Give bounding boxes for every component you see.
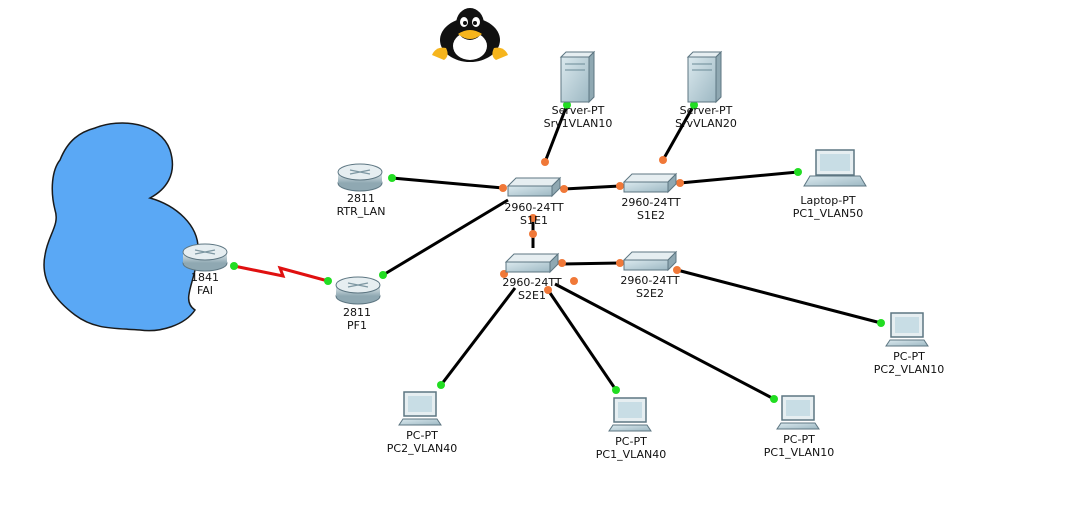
device-label-srv2: Server-PT SrvVLAN20 [675,104,737,130]
laptop-icon[interactable] [803,149,867,187]
device-label-s1e1: 2960-24TT S1E1 [504,201,563,227]
device-name: RTR_LAN [336,205,386,218]
device-model: Laptop-PT [800,194,856,207]
device-name: PC1_VLAN50 [792,207,864,220]
device-label-s1e2: 2960-24TT S1E2 [621,196,680,222]
device-name: SrvVLAN20 [675,117,737,130]
link-srv2-s1e2 [661,104,696,161]
server-icon[interactable] [686,50,723,104]
device-name: PF1 [347,319,367,332]
link-s1e1-s1e2 [563,184,621,191]
device-label-s2e2: 2960-24TT S2E2 [620,274,679,300]
pc-icon[interactable] [608,397,652,432]
switch-icon[interactable] [504,252,560,274]
link-s2e1-pc1vlan40 [546,289,618,391]
links [382,104,882,401]
port-dots [230,101,885,403]
device-model: 2811 [347,192,375,205]
pc-icon[interactable] [776,395,820,430]
device-label-s2e1: 2960-24TT S2E1 [502,276,561,302]
device-model: PC-PT [615,435,647,448]
device-name: FAI [196,284,214,297]
pc-icon[interactable] [885,312,929,347]
device-name: PC2_VLAN10 [873,363,945,376]
server-icon[interactable] [559,50,596,104]
link-s2e1-pc1vlan10 [554,282,775,401]
device-model: PC-PT [893,350,925,363]
switch-icon[interactable] [506,176,562,198]
link-rtrlan-s1e1 [391,176,504,190]
device-label-pc1-vlan40: PC-PT PC1_VLAN40 [596,435,666,461]
device-name: Srv1VLAN10 [543,117,613,130]
device-model: 2960-24TT [502,276,562,289]
serial-link-fai-pf1 [233,264,329,283]
device-model: Server-PT [679,104,733,117]
device-model: PC-PT [406,429,438,442]
router-icon[interactable] [182,243,228,272]
link-s1e2-laptop [679,170,799,185]
device-label-fai: 1841 FAI [191,271,219,297]
device-name: S1E2 [637,209,665,222]
switch-icon[interactable] [622,250,678,272]
device-model: PC-PT [783,433,815,446]
link-s2e1-s2e2 [561,261,621,266]
device-label-pc2-vlan40: PC-PT PC2_VLAN40 [387,429,457,455]
device-label-srv1: Server-PT Srv1VLAN10 [544,104,613,130]
link-pf1-s1e1 [382,198,509,277]
router-icon[interactable] [337,163,383,192]
device-name: PC1_VLAN10 [763,446,835,459]
device-model: 2960-24TT [504,201,564,214]
device-name: PC1_VLAN40 [595,448,667,461]
device-model: 2811 [343,306,371,319]
device-model: 2960-24TT [620,274,680,287]
pc-icon[interactable] [398,391,442,426]
device-model: 2960-24TT [621,196,681,209]
device-name: S1E1 [520,214,548,227]
device-name: S2E2 [636,287,664,300]
device-label-pc1-vlan10: PC-PT PC1_VLAN10 [764,433,834,459]
link-s2e1-pc2vlan40 [439,287,517,386]
cloud-icon[interactable] [43,122,199,332]
switch-icon[interactable] [622,172,678,194]
tux-penguin-icon [432,8,508,62]
device-model: Server-PT [551,104,605,117]
device-name: S2E1 [518,289,546,302]
device-name: PC2_VLAN40 [386,442,458,455]
link-srv1-s1e1 [543,104,569,163]
device-model: 1841 [191,271,219,284]
router-icon[interactable] [335,276,381,305]
device-label-laptop: Laptop-PT PC1_VLAN50 [793,194,863,220]
device-label-rtr-lan: 2811 RTR_LAN [337,192,386,218]
device-label-pc2-vlan10: PC-PT PC2_VLAN10 [874,350,944,376]
link-s2e2-pc2vlan10 [676,268,882,325]
device-label-pf1: 2811 PF1 [343,306,371,332]
